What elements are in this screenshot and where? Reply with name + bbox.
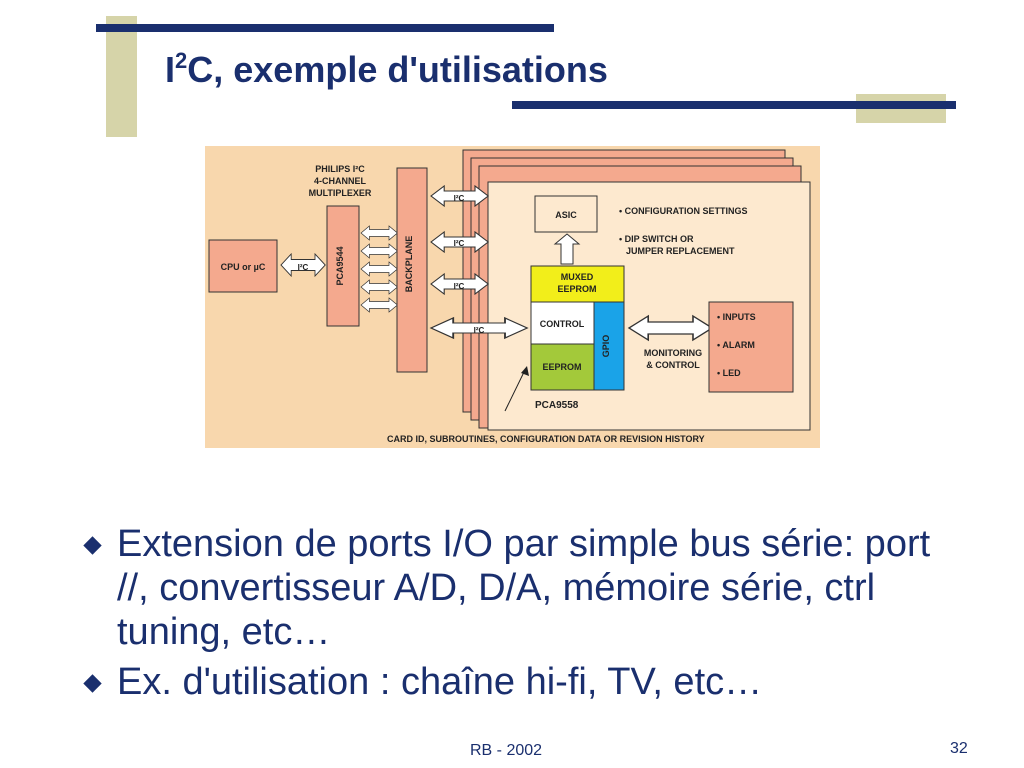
eeprom-block xyxy=(530,343,595,391)
bullet-diamond-icon xyxy=(83,674,102,693)
bus-label: I²C xyxy=(454,194,465,203)
config-note: • CONFIGURATION SETTINGS xyxy=(619,206,747,216)
footer-text: RB - 2002 xyxy=(470,742,543,759)
deco-top-line xyxy=(96,24,554,32)
gpio-chip-label: PCA9558 xyxy=(535,400,579,411)
eeprom-label: EEPROM xyxy=(542,362,581,372)
monitoring-label: MONITORING xyxy=(644,348,702,358)
bus-label: I²C xyxy=(454,239,465,248)
slide-title: I2C, exemple d'utilisations xyxy=(165,48,608,90)
muxed-eeprom-block xyxy=(530,265,625,303)
mux-title-line: MULTIPLEXER xyxy=(309,188,372,198)
diagram-caption: CARD ID, SUBROUTINES, CONFIGURATION DATA… xyxy=(387,434,705,444)
io-item: • LED xyxy=(717,368,741,378)
asic-label: ASIC xyxy=(555,210,577,220)
mux-title-line: PHILIPS I²C xyxy=(315,164,365,174)
bullet-item: Ex. d'utilisation : chaîne hi-fi, TV, et… xyxy=(82,660,962,704)
io-box xyxy=(708,301,794,393)
backplane xyxy=(396,167,428,373)
io-item: • ALARM xyxy=(717,340,755,350)
config-note: JUMPER REPLACEMENT xyxy=(626,246,735,256)
mux-chip-label: PCA9544 xyxy=(335,246,345,285)
page-number: 32 xyxy=(950,740,968,757)
bullet-item: Extension de ports I/O par simple bus sé… xyxy=(82,522,962,654)
bus-label: I²C xyxy=(474,326,485,335)
bullet-list: Extension de ports I/O par simple bus sé… xyxy=(82,522,962,710)
control-block xyxy=(530,301,595,345)
i2c-block-diagram: PHILIPS I²C 4-CHANNEL MULTIPLEXER CPU or… xyxy=(205,146,820,448)
deco-bottom-line xyxy=(512,101,956,109)
bullet-diamond-icon xyxy=(83,536,102,555)
control-label: CONTROL xyxy=(540,319,585,329)
backplane-label: BACKPLANE xyxy=(404,236,414,293)
cpu-box xyxy=(208,239,278,293)
muxed-eeprom-label: EEPROM xyxy=(557,284,596,294)
io-item: • INPUTS xyxy=(717,312,756,322)
muxed-eeprom-label: MUXED xyxy=(561,272,594,282)
gpio-label: GPIO xyxy=(601,335,611,358)
bus-label: I²C xyxy=(454,282,465,291)
deco-vertical-bar xyxy=(106,16,137,137)
asic-box xyxy=(534,195,598,233)
mux-chip xyxy=(326,205,360,327)
cpu-label: CPU or µC xyxy=(221,262,266,272)
config-note: • DIP SWITCH OR xyxy=(619,234,694,244)
bus-label: I²C xyxy=(298,263,309,272)
monitoring-label: & CONTROL xyxy=(646,360,700,370)
mux-title-line: 4-CHANNEL xyxy=(314,176,367,186)
gpio-block xyxy=(593,301,625,391)
